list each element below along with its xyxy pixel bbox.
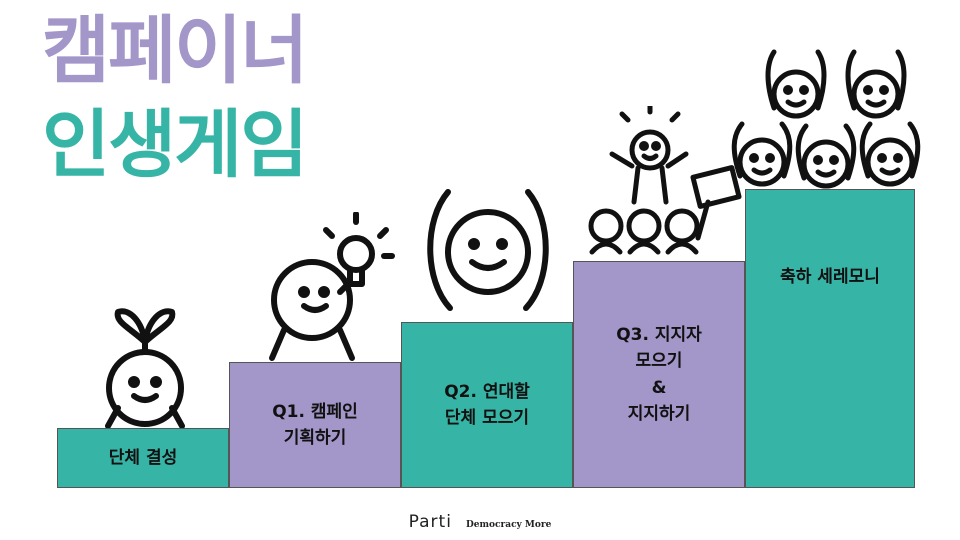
step-2-label: Q1. 캠페인 기획하기 [272,401,358,448]
lightbulb-idea-character-icon [269,212,395,361]
step-1-label: 단체 결성 [108,447,178,468]
leader-with-supporters-icon [588,106,742,255]
footer: Parti Democracy More [0,512,960,532]
step-4-label: Q3. 지지자 모으기 & 지지하기 [616,324,702,424]
title-line-1: 캠페이너 [42,8,308,94]
brand-logo: Parti [408,512,452,532]
title-line-2: 인생게임 [42,102,308,188]
arms-up-character-icon [427,189,549,311]
step-5-celebration: 축하 세레모니 [745,189,915,488]
step-3-label: Q2. 연대할 단체 모으기 [444,381,530,428]
celebrating-crowd-icon [731,49,921,189]
step-4-supporters: Q3. 지지자 모으기 & 지지하기 [573,261,745,488]
brand-tagline: Democracy More [465,520,552,530]
sprout-character-icon [105,308,185,429]
step-5-label: 축하 세레모니 [780,267,880,287]
step-2-campaign-planning: Q1. 캠페인 기획하기 [229,362,401,488]
step-1-team-formation: 단체 결성 [57,428,229,488]
step-3-coalition: Q2. 연대할 단체 모으기 [401,322,573,488]
